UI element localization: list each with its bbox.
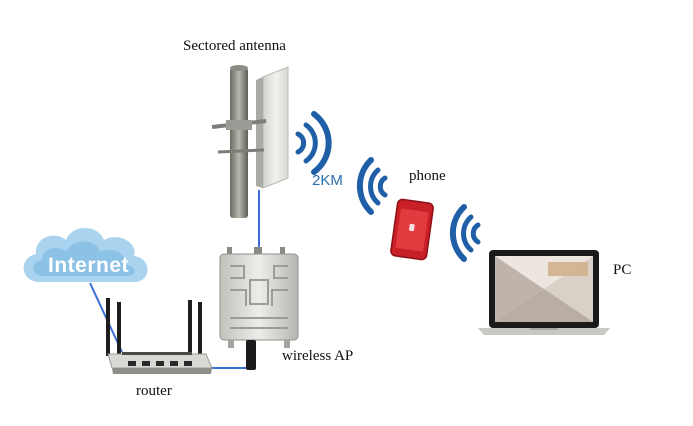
laptop-icon	[478, 250, 610, 335]
wifi-signal-icon	[295, 111, 332, 175]
wifi-signal-icon	[449, 204, 481, 262]
internet-label: Internet	[48, 254, 130, 277]
sector-antenna-icon	[211, 65, 289, 218]
router-icon	[106, 298, 213, 374]
distance-label: 2KM	[312, 172, 343, 189]
phone-label: phone	[409, 168, 446, 184]
router-label: router	[136, 383, 172, 399]
wifi-signal-icon	[356, 157, 388, 215]
cloud-icon	[23, 228, 148, 282]
phone-icon	[390, 198, 434, 261]
wireless-ap-label: wireless AP	[282, 348, 354, 364]
pc-label: PC	[613, 262, 632, 278]
antenna-label: Sectored antenna	[183, 38, 286, 54]
access-point-icon	[219, 247, 299, 370]
